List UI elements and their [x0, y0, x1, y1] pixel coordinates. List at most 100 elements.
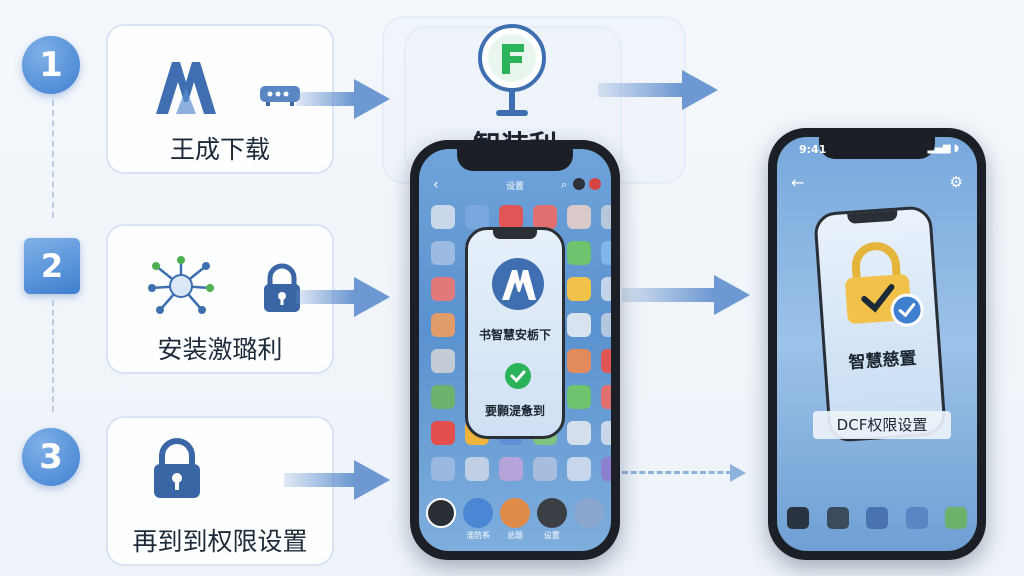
permission-label[interactable]: DCF权限设置 — [813, 411, 951, 439]
step-2-marker: 2 — [24, 238, 80, 294]
app-icon[interactable] — [465, 457, 489, 481]
app-logo-icon — [156, 62, 216, 114]
browser-icon — [499, 498, 530, 528]
app-icon[interactable] — [533, 457, 557, 481]
app-icon[interactable] — [567, 457, 591, 481]
app-icon[interactable] — [826, 507, 849, 529]
record-icon[interactable] — [589, 178, 601, 190]
notch — [457, 149, 573, 171]
app-icon[interactable] — [567, 205, 591, 229]
bottom-app-row — [787, 507, 967, 529]
step-1-label: 王成下载 — [169, 135, 270, 164]
app-icon[interactable] — [567, 349, 591, 373]
padlock-check-icon — [845, 242, 924, 327]
gear-icon[interactable]: ⚙ — [949, 173, 963, 191]
app-icon[interactable] — [945, 507, 967, 529]
app-icon[interactable] — [601, 205, 611, 229]
app-icon[interactable] — [431, 421, 455, 445]
dock-item[interactable] — [426, 498, 457, 541]
app-icon[interactable] — [499, 457, 523, 481]
step-connector-1 — [52, 100, 54, 218]
app-icon[interactable] — [905, 507, 928, 529]
arrow-step-1 — [296, 79, 390, 119]
camera-icon[interactable] — [573, 178, 585, 190]
step-3-number: 3 — [39, 437, 63, 477]
app-icon[interactable] — [499, 205, 523, 229]
dashed-arrow-head — [730, 464, 746, 482]
step-2-number: 2 — [40, 247, 64, 285]
search-icon[interactable]: ⌕ — [560, 178, 567, 191]
arrow-step-2 — [296, 277, 390, 317]
app-icon[interactable] — [465, 205, 489, 229]
router-icon — [260, 86, 300, 106]
app-icon[interactable] — [431, 277, 455, 301]
app-icon[interactable] — [567, 241, 591, 265]
app-icon[interactable] — [567, 385, 591, 409]
app-icon[interactable] — [431, 313, 455, 337]
app-icon[interactable] — [431, 349, 455, 373]
screen-header: 设置 — [505, 182, 524, 192]
app-icon[interactable] — [567, 313, 591, 337]
app-icon[interactable] — [601, 277, 611, 301]
center-phone-screen: ‹ 设置 ⌕ — [419, 149, 611, 551]
dock-item[interactable]: 设置 — [536, 498, 567, 541]
notch — [819, 137, 935, 159]
app-icon[interactable] — [601, 421, 611, 445]
step-1-number: 1 — [39, 45, 63, 85]
step-3-marker: 3 — [22, 428, 80, 486]
inner-phone: 书智慧安栃下 要顥湜惫到 — [465, 227, 565, 439]
dock-item[interactable] — [573, 498, 604, 541]
app-icon[interactable] — [601, 241, 611, 265]
inner-phone: 智慧慈置 — [813, 205, 947, 443]
lock-icon — [264, 263, 300, 312]
arrow-to-right-phone — [622, 275, 750, 315]
back-arrow-icon[interactable]: ‹ — [433, 177, 439, 193]
step-2-card: 安装激璐利 — [106, 224, 334, 374]
back-arrow-icon[interactable]: ← — [791, 173, 805, 192]
step-2-label: 安装激璐利 — [157, 335, 283, 364]
dashed-arrow-bottom — [622, 471, 732, 474]
network-hub-icon — [148, 256, 214, 314]
check-icon — [505, 363, 531, 389]
app-icon[interactable] — [431, 241, 455, 265]
app-icon[interactable] — [431, 385, 455, 409]
center-phone: ‹ 设置 ⌕ — [410, 140, 620, 560]
lock-icon — [154, 438, 200, 498]
step-3-card: 再到到权限设置 — [106, 416, 334, 566]
app-icon[interactable] — [567, 277, 591, 301]
right-phone: 9:41 ▂▄▆ ◗ ← ⚙ 智慧慈置 DCF权限设置 — [768, 128, 986, 560]
inner-text-top: 书智慧安栃下 — [478, 328, 551, 342]
app-icon[interactable] — [431, 205, 455, 229]
step-3-label: 再到到权限设置 — [132, 527, 308, 556]
app-logo-icon — [492, 258, 544, 310]
settings-icon — [536, 498, 567, 528]
app-icon[interactable] — [866, 507, 888, 529]
dock-item[interactable]: 淮防系 — [463, 498, 494, 541]
dock-label: 淮防系 — [466, 531, 491, 540]
dock: 淮防系 总题 设置 — [423, 498, 607, 541]
dock-item[interactable]: 总题 — [499, 498, 530, 541]
app-icon[interactable] — [601, 385, 611, 409]
app-badge-icon — [478, 24, 546, 116]
step-connector-2 — [52, 300, 54, 412]
apps-grid-icon — [573, 498, 604, 528]
status-time: 9:41 — [799, 143, 827, 156]
signal-icon: ▂▄▆ ◗ — [927, 143, 959, 154]
inner-text-bottom: 要顥湜惫到 — [484, 404, 545, 418]
profile-icon — [426, 498, 457, 528]
app-icon[interactable] — [601, 457, 611, 481]
camera-app-icon — [463, 498, 494, 528]
right-title: 智慧慈置 — [847, 348, 918, 374]
arrow-top-right — [598, 70, 718, 110]
right-phone-screen: 9:41 ▂▄▆ ◗ ← ⚙ 智慧慈置 DCF权限设置 — [777, 137, 977, 551]
app-icon[interactable] — [601, 349, 611, 373]
app-icon[interactable] — [787, 507, 809, 529]
dock-label: 总题 — [506, 531, 523, 540]
dock-label: 设置 — [543, 531, 560, 540]
app-icon[interactable] — [567, 421, 591, 445]
app-icon[interactable] — [431, 457, 455, 481]
step-1-marker: 1 — [22, 36, 80, 94]
app-icon[interactable] — [601, 313, 611, 337]
arrow-step-3 — [284, 460, 390, 500]
app-icon[interactable] — [533, 205, 557, 229]
